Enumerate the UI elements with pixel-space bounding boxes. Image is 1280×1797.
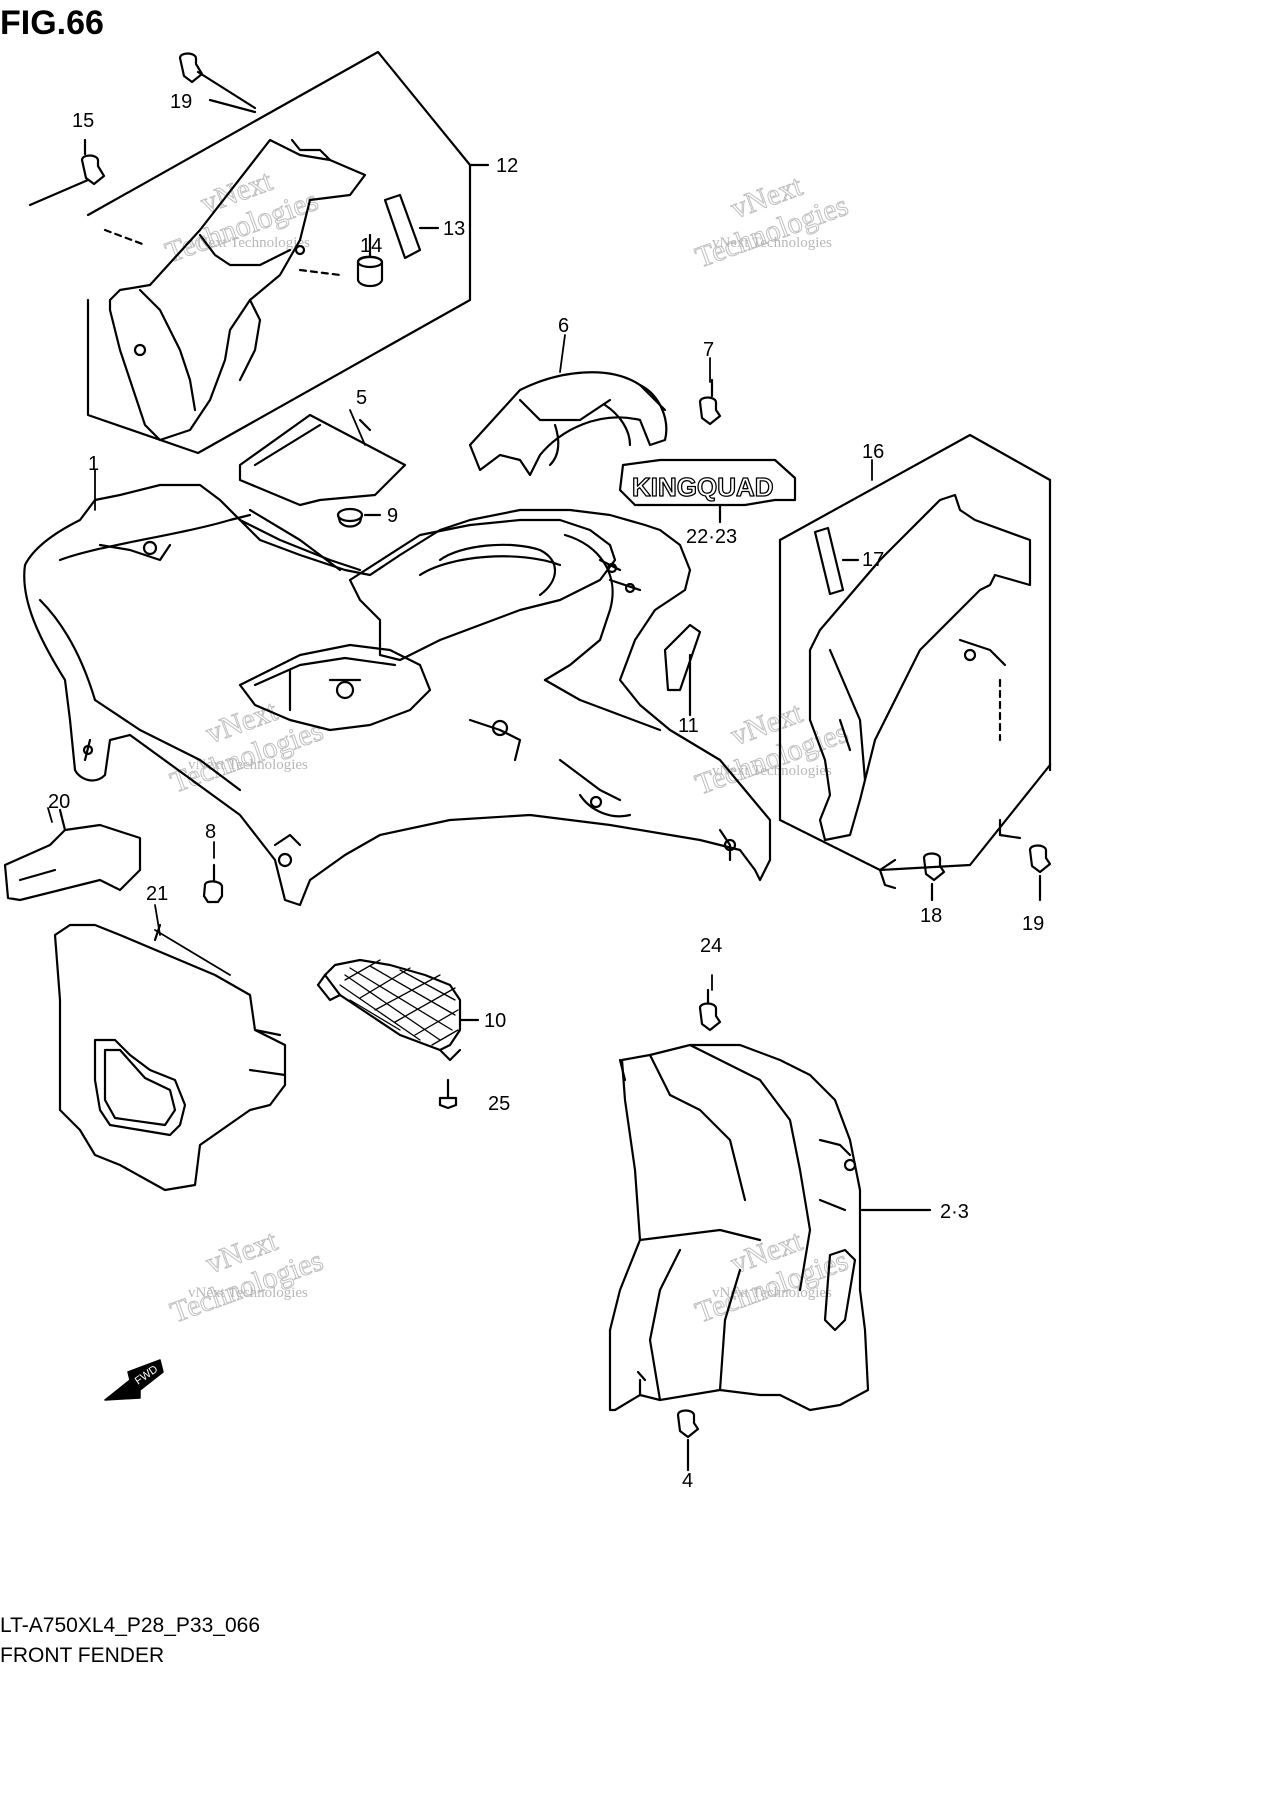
callout-22-23: 22·23 — [686, 526, 737, 548]
watermark-text: vNext Technologies — [712, 1285, 832, 1301]
callout-17: 17 — [862, 549, 884, 571]
watermark-text: vNext Technologies — [190, 235, 310, 251]
group-box-16 — [778, 433, 1052, 890]
callout-21: 21 — [146, 883, 168, 905]
group-box-12 — [28, 50, 490, 455]
grommet-14 — [356, 255, 384, 288]
grille-10 — [316, 958, 480, 1062]
callout-18: 18 — [920, 905, 942, 927]
callout-1: 1 — [88, 453, 99, 475]
mud-guard-21 — [53, 923, 287, 1192]
watermark-text: vNext Technologies — [712, 235, 832, 251]
callout-7: 7 — [703, 339, 714, 361]
clip-4 — [676, 1409, 700, 1472]
front-cover-6 — [468, 371, 668, 477]
callout-10: 10 — [484, 1010, 506, 1032]
inner-fender-2-3 — [608, 1043, 932, 1412]
bolt-8 — [202, 863, 224, 904]
footer-code: LT-A750XL4_P28_P33_066 — [0, 1614, 260, 1637]
callouts: 1 2·3 4 5 6 7 8 9 10 11 12 13 14 15 16 1… — [48, 91, 1044, 1492]
callout-20: 20 — [48, 791, 70, 813]
bracket-20 — [3, 808, 142, 902]
callout-24: 24 — [700, 935, 722, 957]
pad-17 — [813, 526, 845, 596]
clip-19-top — [178, 52, 257, 110]
main-fender-1 — [23, 483, 772, 907]
figure-title: FIG.66 — [0, 4, 104, 42]
callout-12: 12 — [496, 155, 518, 177]
callout-4: 4 — [682, 1470, 693, 1492]
decal-text: KINGQUAD — [632, 472, 774, 502]
watermark-text: vNext Technologies — [712, 763, 832, 779]
clip-7 — [698, 378, 722, 426]
callout-13: 13 — [443, 218, 465, 240]
callout-2-3: 2·3 — [940, 1201, 969, 1223]
leader-lines — [47, 334, 873, 991]
callout-11: 11 — [678, 715, 699, 737]
watermark-text: vNext Technologies — [188, 1285, 308, 1301]
watermark-text: vNext Technologies — [188, 757, 308, 773]
cover-plate-5 — [238, 413, 407, 507]
callout-6: 6 — [558, 315, 569, 337]
clip-18 — [922, 852, 946, 902]
pad-11 — [663, 623, 702, 717]
callout-25: 25 — [488, 1093, 510, 1115]
inner-panel-12 — [108, 138, 367, 442]
watermarks: vNext Technologies vNext Technologies vN… — [161, 164, 853, 1330]
callout-8: 8 — [205, 821, 216, 843]
callout-16: 16 — [862, 441, 884, 463]
callout-9: 9 — [387, 505, 398, 527]
inner-panel-16 — [808, 493, 1032, 842]
kingquad-decal: KINGQUAD — [618, 458, 797, 524]
callout-14: 14 — [360, 235, 382, 257]
callout-19-right: 19 — [1022, 913, 1044, 935]
pad-13 — [383, 193, 422, 260]
callout-15: 15 — [72, 110, 94, 132]
clip-15 — [80, 138, 106, 186]
clip-24 — [698, 988, 722, 1032]
callout-19-top: 19 — [170, 91, 192, 113]
fwd-arrow: FWD — [104, 1359, 164, 1401]
clip-19-right — [1028, 844, 1052, 902]
footer-name: FRONT FENDER — [0, 1644, 164, 1667]
screw-25 — [438, 1078, 458, 1110]
callout-5: 5 — [356, 387, 367, 409]
grommet-9 — [336, 507, 382, 528]
